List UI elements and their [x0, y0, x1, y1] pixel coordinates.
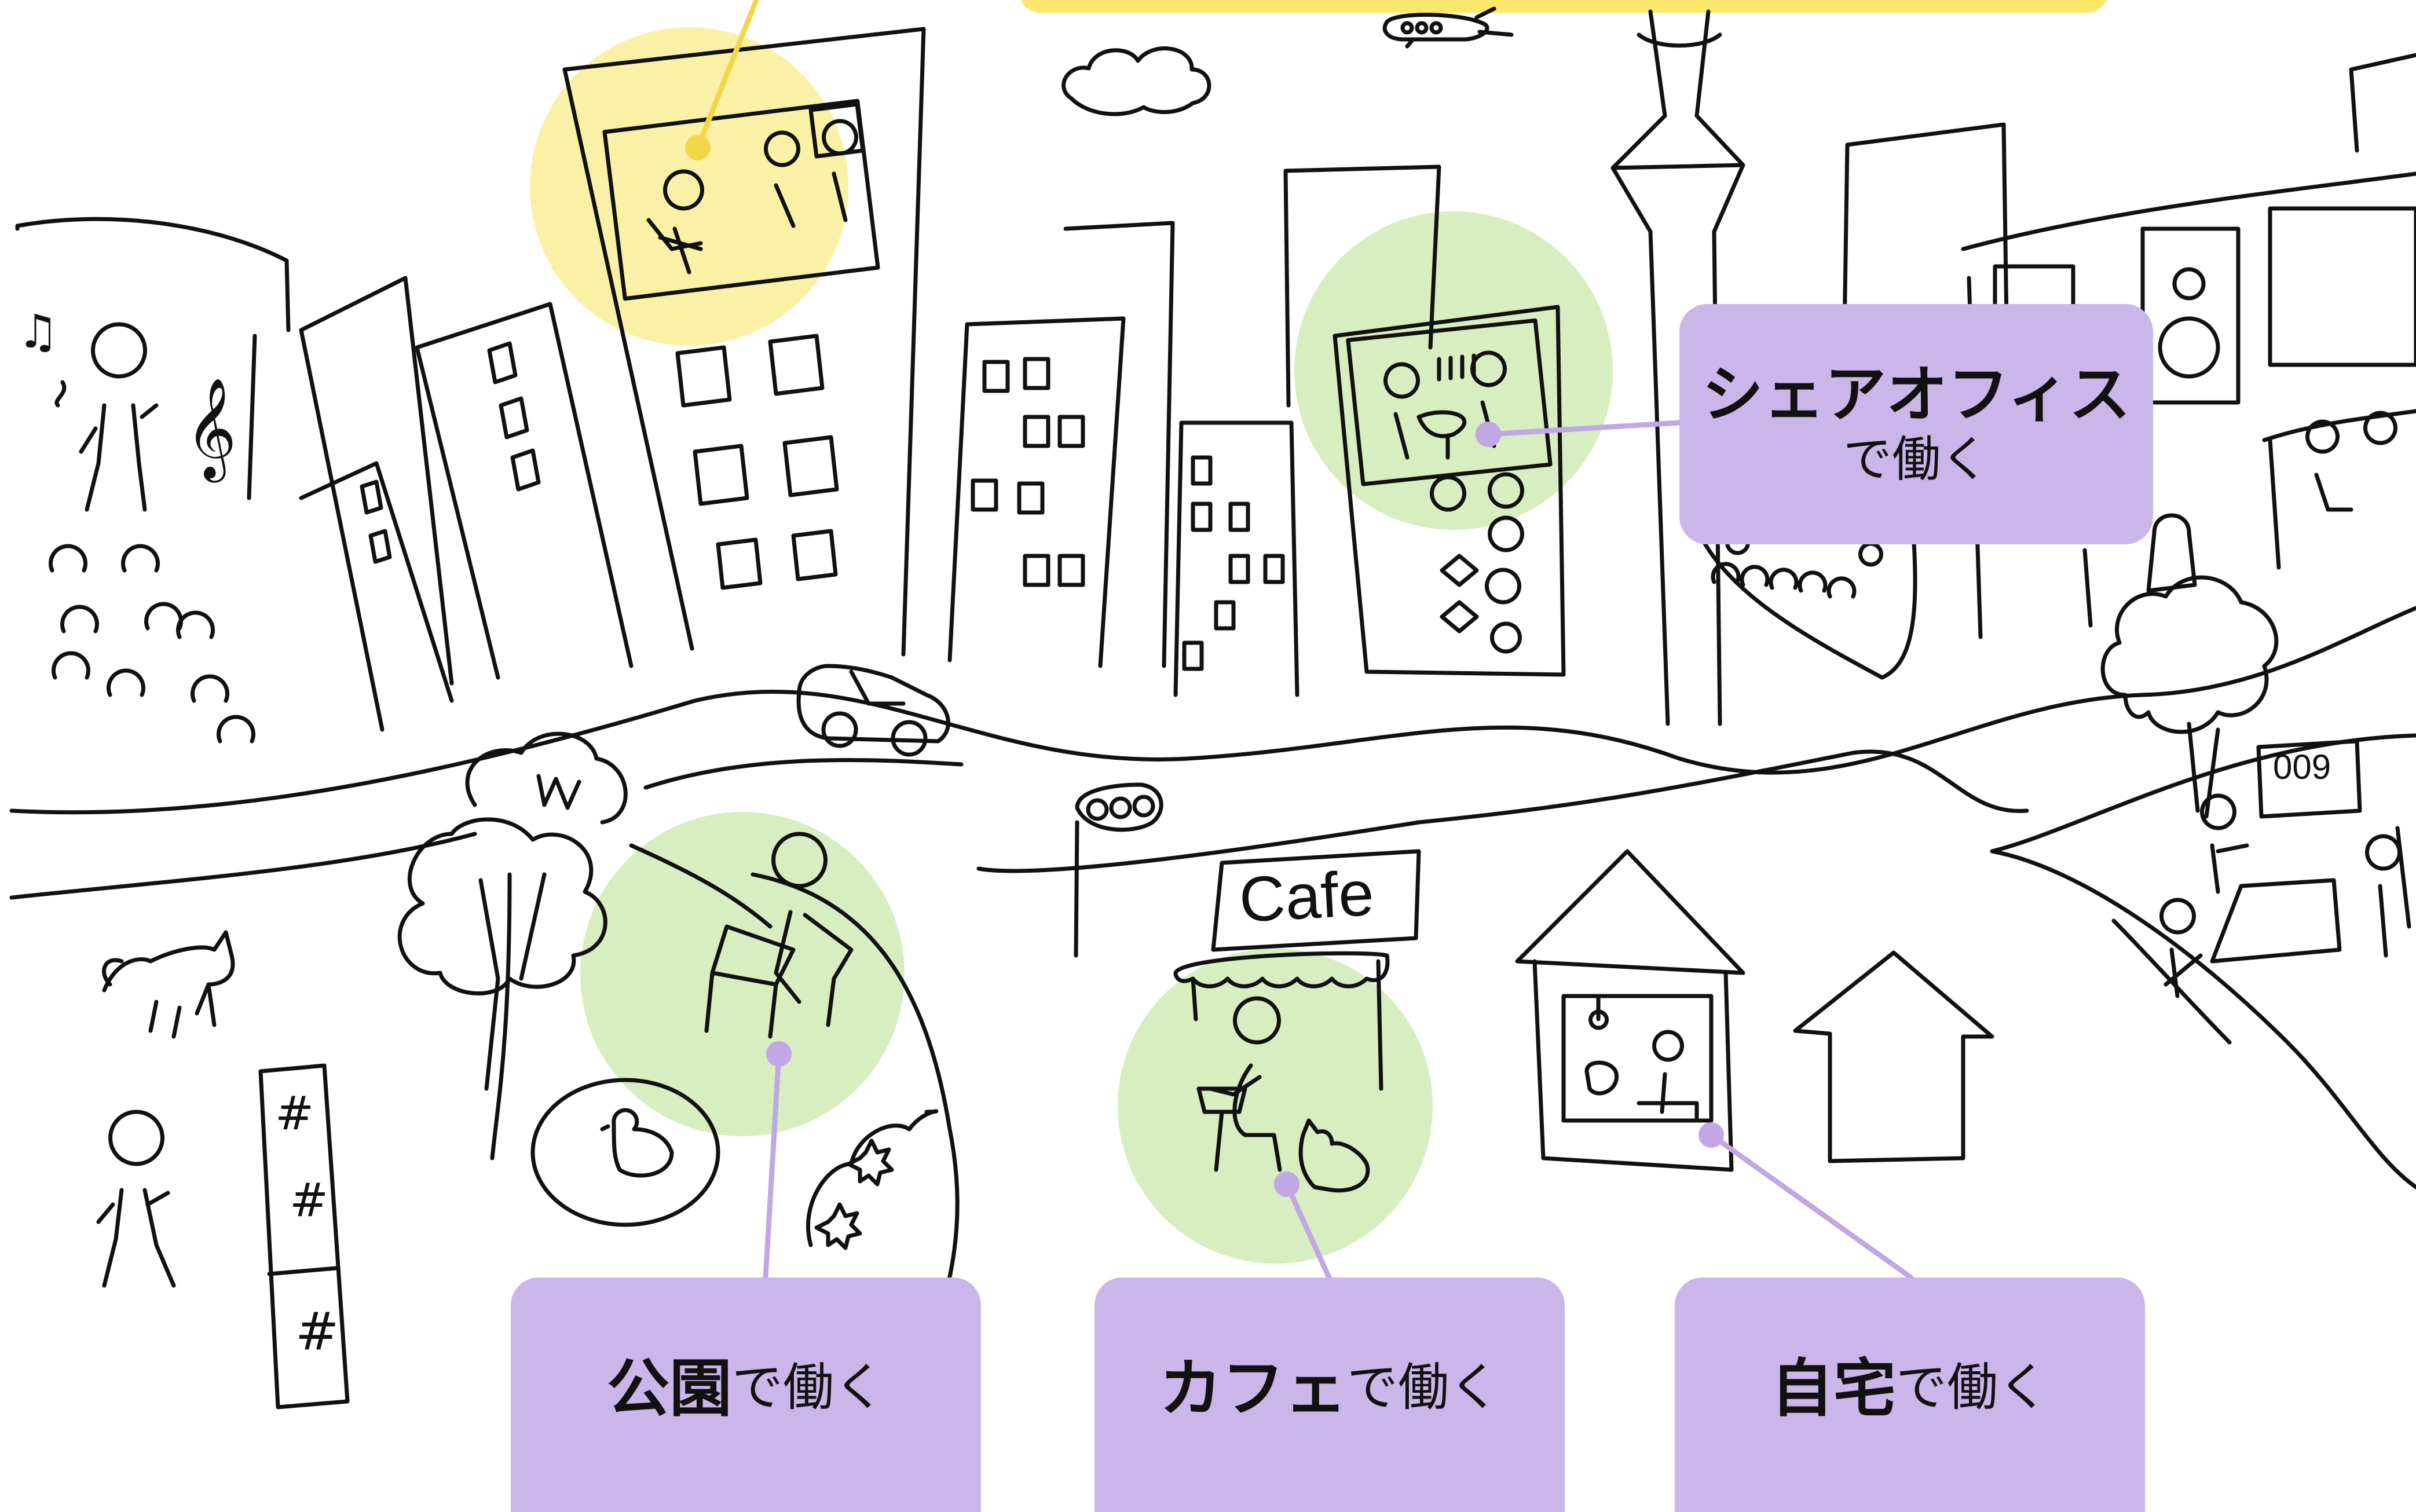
office-tower	[562, 27, 926, 657]
cafe-label[interactable]: カフェで働く	[1094, 1277, 1565, 1512]
cat-icon	[1298, 1118, 1370, 1193]
cafe-figure	[1196, 996, 1282, 1172]
theater-stage	[1689, 496, 1917, 680]
home-label[interactable]: 自宅で働く	[1675, 1277, 2145, 1512]
building-left-2	[299, 461, 454, 703]
cafe-awning	[1173, 951, 1390, 1091]
marker-cafe	[1274, 1171, 1299, 1197]
home-suffix: で働く	[1896, 1357, 2049, 1417]
duck-icon	[600, 1108, 674, 1178]
svg-text:♫: ♫	[17, 305, 59, 358]
highlight-cafe	[1118, 949, 1433, 1264]
marker-park	[766, 1041, 792, 1067]
house-window	[1561, 994, 1714, 1123]
connector-cafe	[1284, 1181, 1332, 1280]
walking-figure	[96, 1110, 176, 1288]
flower-bush	[806, 1109, 939, 1247]
notice-board-text: 009	[2273, 748, 2331, 786]
dog-icon	[102, 930, 235, 1039]
share-office-place: シェアオフィス	[1702, 359, 2131, 431]
cloud-icon	[1061, 46, 1211, 116]
connector-share-office	[1485, 420, 1682, 437]
bench-figure	[704, 832, 854, 1039]
connector-office	[695, 0, 759, 151]
singer-figure	[54, 322, 159, 512]
road-upper	[9, 606, 2416, 815]
svg-text:#: #	[275, 1086, 314, 1140]
share-office-label[interactable]: シェアオフィス で働く	[1679, 304, 2153, 544]
home-place: 自宅	[1770, 1352, 1896, 1425]
tree-right	[2100, 575, 2279, 819]
share-office-suffix: で働く	[1843, 431, 1989, 488]
road-lower	[9, 733, 2416, 900]
connector-park	[763, 1051, 782, 1280]
airplane-icon	[1382, 6, 1514, 49]
svg-text:#: #	[295, 1301, 339, 1362]
park-suffix: で働く	[732, 1357, 885, 1417]
banner-pole	[258, 1063, 350, 1410]
arrow-house-icon	[1793, 950, 1994, 1163]
highlight-share-office	[1294, 211, 1613, 530]
road-right-diagonal	[1990, 849, 2416, 1189]
building-mid-2	[1063, 221, 1175, 668]
audience	[49, 544, 255, 744]
building-left-3	[415, 302, 634, 680]
pond	[530, 1078, 720, 1227]
svg-text:𝄞: 𝄞	[185, 378, 237, 483]
concert-hall	[15, 217, 291, 500]
cafe-place: カフェ	[1159, 1352, 1347, 1425]
marker-home	[1698, 1122, 1724, 1148]
tree-park-top	[465, 731, 628, 825]
connector-home	[1708, 1132, 1914, 1280]
sky-tower	[1610, 9, 1745, 726]
share-office-building	[1333, 305, 1566, 677]
top-banner	[1020, 0, 2107, 13]
notice-board	[2256, 739, 2362, 819]
svg-text:#: #	[290, 1173, 328, 1227]
share-office-window	[1346, 318, 1553, 486]
car-icon	[796, 664, 950, 744]
marker-share-office	[1476, 422, 1501, 447]
marker-office	[685, 135, 711, 160]
building-mid-4	[1283, 164, 1441, 408]
cafe-sign-board	[1211, 849, 1421, 952]
highlight-office	[530, 27, 848, 346]
bus-stop-icon	[1074, 782, 1163, 958]
cafe-sign: Cafe	[1238, 858, 1375, 936]
office-window	[602, 98, 880, 301]
house-icon	[1515, 849, 1745, 1172]
park-label[interactable]: 公園で働く	[511, 1277, 981, 1512]
park-place: 公園	[606, 1352, 732, 1425]
blanket	[2210, 878, 2342, 964]
tree-park	[397, 817, 607, 1091]
building-left-1	[299, 276, 454, 732]
cafe-suffix: で働く	[1347, 1357, 1500, 1417]
highlight-park	[580, 812, 905, 1136]
building-mid-3	[1173, 420, 1299, 697]
building-mid-1	[947, 316, 1126, 668]
